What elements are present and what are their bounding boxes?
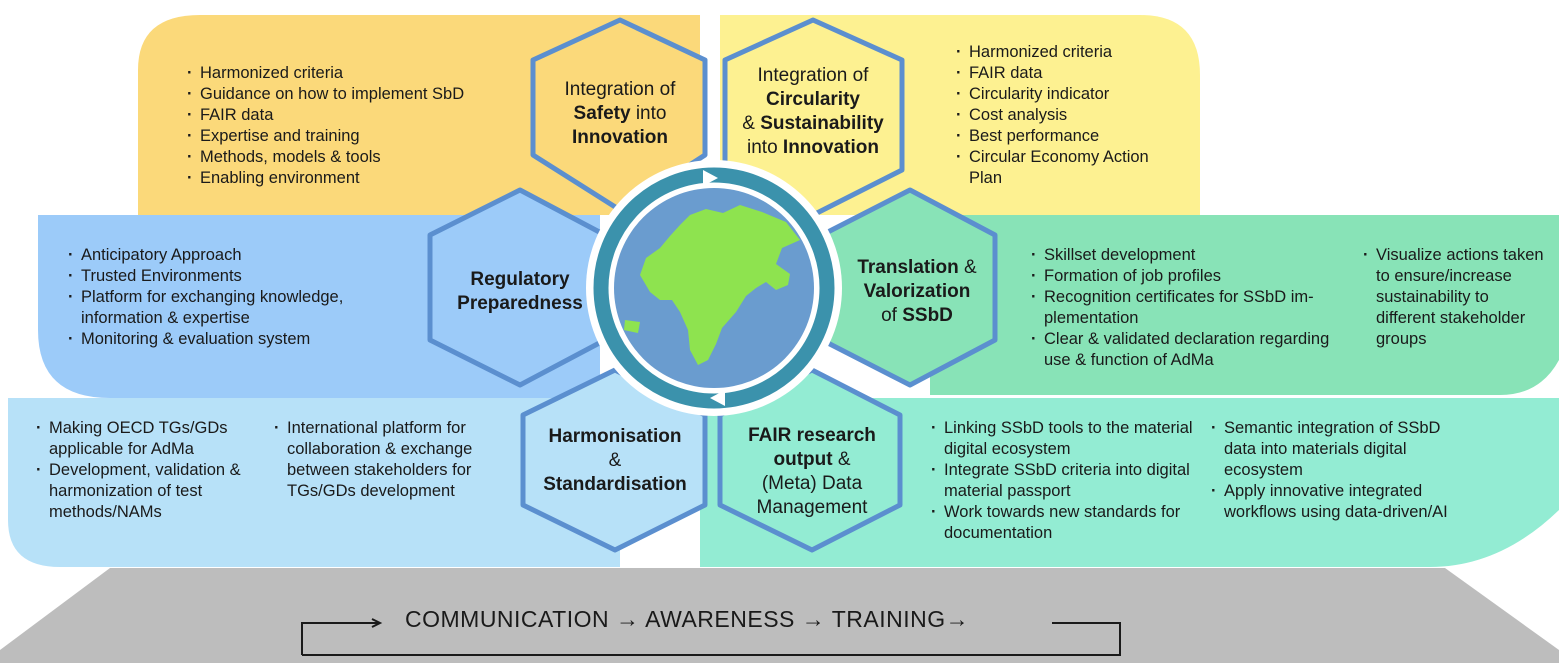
list-item: Circular Economy Action Plan xyxy=(955,147,1155,189)
safety-line2: Safety into xyxy=(540,102,700,126)
harmonisation-amp: & xyxy=(608,450,622,471)
list-item: Harmonized criteria xyxy=(955,42,1155,63)
list-item: Making OECD TGs/GDs applicable for AdMa xyxy=(35,418,270,460)
circularity-into: into xyxy=(747,137,783,158)
list-item: Harmonized criteria xyxy=(186,63,516,84)
standardisation-word: Standardisation xyxy=(543,474,687,495)
fair-amp: & xyxy=(832,449,851,470)
list-item: Platform for exchanging knowledge, infor… xyxy=(67,287,397,329)
globe-land xyxy=(624,205,800,365)
footer-label: COMMUNICATION → AWARENESS → TRAINING→ xyxy=(405,606,970,632)
list-circularity: Harmonized criteriaFAIR dataCircularity … xyxy=(955,42,1155,189)
list-item: Clear & validated declaration regarding … xyxy=(1030,329,1330,371)
list-fair-a: Linking SSbD tools to the material digit… xyxy=(930,418,1200,544)
safety-innovation: Innovation xyxy=(571,127,669,148)
safety-bold: Safety xyxy=(573,103,631,124)
circularity-innovation: Innovation xyxy=(782,137,879,158)
list-item: Trusted Environments xyxy=(67,266,397,287)
list-item: Guidance on how to implement SbD xyxy=(186,84,516,105)
list-item: FAIR data xyxy=(955,63,1155,84)
list-item: International platform for collaboration… xyxy=(273,418,513,502)
translation-line2: Valorization xyxy=(832,280,1002,304)
hex-label-harmonisation: Harmonisation & Standardisation xyxy=(530,425,700,497)
hex-label-fair: FAIR research output & (Meta) Data Manag… xyxy=(727,424,897,520)
footer-platform xyxy=(0,568,1559,663)
hex-label-circularity: Integration of Circularity & Sustainabil… xyxy=(728,64,898,160)
list-fair-b: Semantic integration of SSbD data into m… xyxy=(1210,418,1470,523)
footer-bracket xyxy=(301,618,1121,656)
hex-label-regulatory: Regulatory Preparedness xyxy=(440,268,600,316)
list-item: Recognition certificates for SSbD im-ple… xyxy=(1030,287,1330,329)
list-item: Work towards new standards for documenta… xyxy=(930,502,1200,544)
list-item: Integrate SSbD criteria into digital mat… xyxy=(930,460,1200,502)
hex-label-safety: Integration of Safety into Innovation xyxy=(540,78,700,150)
harmonisation-line3: Standardisation xyxy=(530,473,700,497)
circularity-line1: Integration of xyxy=(757,65,869,86)
circularity-line2: Circularity xyxy=(728,88,898,112)
fair-line1: FAIR research xyxy=(727,424,897,448)
translation-line1: Translation & xyxy=(832,256,1002,280)
fair-output-word: output xyxy=(773,449,833,470)
list-item: Visualize actions taken to ensure/increa… xyxy=(1362,245,1547,350)
regulatory-line2: Preparedness xyxy=(440,292,600,316)
list-item: Skillset development xyxy=(1030,245,1330,266)
valorization-word: Valorization xyxy=(863,281,971,302)
sustainability-bold: Sustainability xyxy=(760,113,884,134)
harmonisation-word: Harmonisation xyxy=(548,426,682,447)
list-item: Circularity indicator xyxy=(955,84,1155,105)
list-item: Semantic integration of SSbD data into m… xyxy=(1210,418,1470,481)
fair-meta-data: (Meta) Data xyxy=(761,473,863,494)
safety-line3: Innovation xyxy=(540,126,700,150)
hex-label-translation: Translation & Valorization of SSbD xyxy=(832,256,1002,328)
safety-into: into xyxy=(630,103,667,124)
list-item: Formation of job profiles xyxy=(1030,266,1330,287)
list-item: Methods, models & tools xyxy=(186,147,516,168)
list-item: Best performance xyxy=(955,126,1155,147)
fair-management: Management xyxy=(756,497,868,518)
translation-amp: & xyxy=(958,257,977,278)
list-item: FAIR data xyxy=(186,105,516,126)
circularity-line3: & Sustainability xyxy=(728,112,898,136)
list-harmonisation-a: Making OECD TGs/GDs applicable for AdMaD… xyxy=(35,418,270,523)
list-item: Cost analysis xyxy=(955,105,1155,126)
list-item: Expertise and training xyxy=(186,126,516,147)
list-item: Enabling environment xyxy=(186,168,516,189)
translation-word: Translation xyxy=(857,257,959,278)
list-item: Monitoring & evaluation system xyxy=(67,329,397,350)
list-harmonisation-b: International platform for collaboration… xyxy=(273,418,513,502)
list-item: Linking SSbD tools to the material digit… xyxy=(930,418,1200,460)
list-translation-b: Visualize actions taken to ensure/increa… xyxy=(1362,245,1547,350)
translation-of: of xyxy=(881,305,903,326)
circularity-amp: & xyxy=(742,113,761,134)
list-item: Anticipatory Approach xyxy=(67,245,397,266)
list-translation-a: Skillset developmentFormation of job pro… xyxy=(1030,245,1330,371)
regulatory-line1: Regulatory xyxy=(440,268,600,292)
globe-ring xyxy=(593,167,835,409)
safety-line1: Integration of xyxy=(564,79,676,100)
fair-research-word: FAIR research xyxy=(748,425,876,446)
circularity-line4: into Innovation xyxy=(728,136,898,160)
preparedness-word: Preparedness xyxy=(457,293,583,314)
list-item: Apply innovative integrated workflows us… xyxy=(1210,481,1470,523)
regulatory-word: Regulatory xyxy=(470,269,570,290)
fair-line2: output & xyxy=(727,448,897,472)
ring-arrows xyxy=(703,170,725,406)
list-item: Development, validation & harmonization … xyxy=(35,460,270,523)
circularity-bold: Circularity xyxy=(766,89,860,110)
harmonisation-line1: Harmonisation xyxy=(530,425,700,449)
list-regulatory: Anticipatory ApproachTrusted Environment… xyxy=(67,245,397,350)
translation-line3: of SSbD xyxy=(832,304,1002,328)
ssbd-word: SSbD xyxy=(902,305,953,326)
list-safety: Harmonized criteriaGuidance on how to im… xyxy=(186,63,516,189)
